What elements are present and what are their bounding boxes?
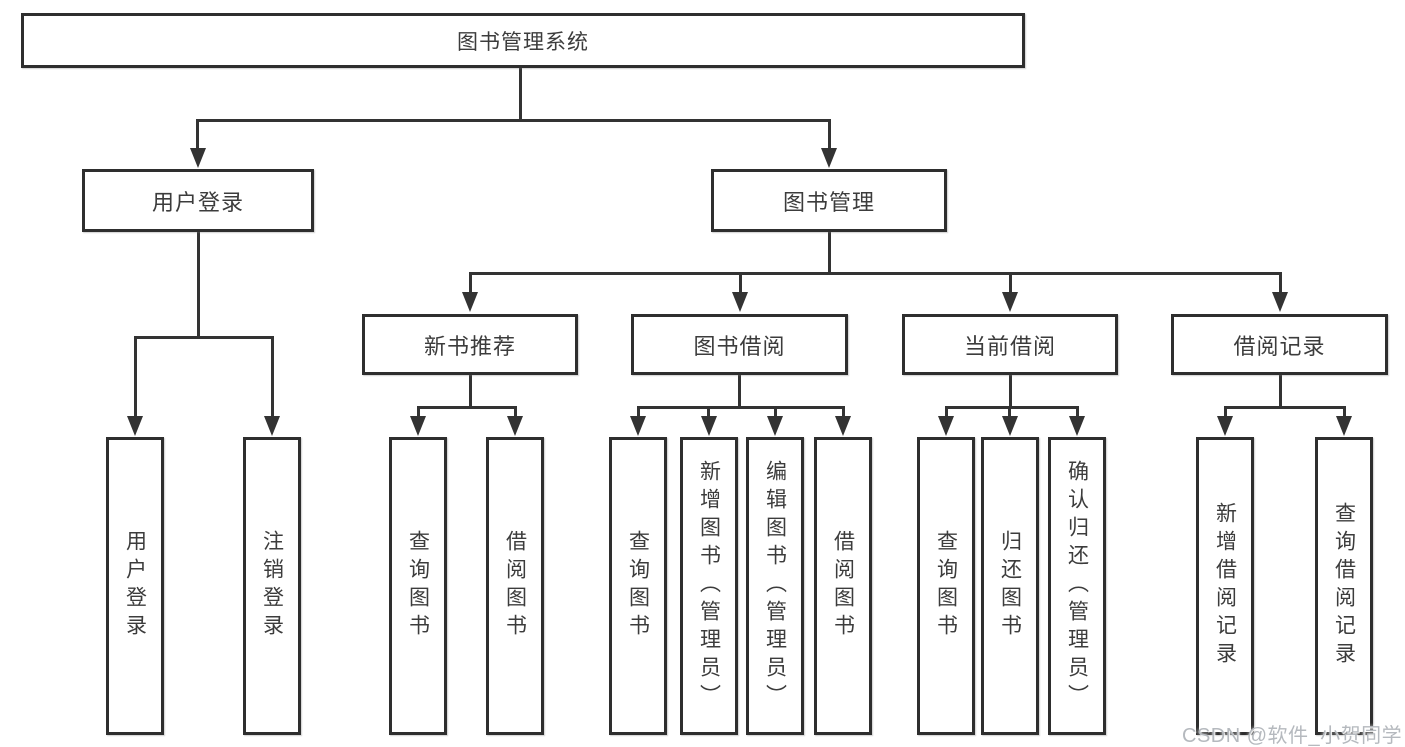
connector-line xyxy=(514,406,517,417)
leaf-user-login: 用户登录 xyxy=(106,437,164,735)
node-user-login: 用户登录 xyxy=(82,169,314,232)
leaf-confirm-return-admin: 确认归还（管理员） xyxy=(1048,437,1106,735)
arrowhead-down-icon xyxy=(1002,292,1018,312)
connector-line xyxy=(637,406,640,417)
connector-line xyxy=(707,406,710,417)
connector-line xyxy=(519,68,522,121)
connector-line xyxy=(469,272,1282,275)
connector-line xyxy=(1279,272,1282,294)
leaf-add-book-admin: 新增图书（管理员） xyxy=(680,437,738,735)
connector-line xyxy=(417,406,420,417)
connector-line xyxy=(842,406,845,417)
connector-line xyxy=(1009,272,1012,294)
connector-line xyxy=(469,375,472,409)
leaf-query-borrow-record: 查询借阅记录 xyxy=(1315,437,1373,735)
arrowhead-down-icon xyxy=(190,148,206,168)
arrowhead-down-icon xyxy=(127,416,143,436)
node-book-borrowing: 图书借阅 xyxy=(631,314,848,375)
connector-line xyxy=(197,232,200,336)
connector-line xyxy=(417,406,517,409)
connector-line xyxy=(828,119,831,150)
leaf-edit-book-admin: 编辑图书（管理员） xyxy=(746,437,804,735)
arrowhead-down-icon xyxy=(507,416,523,436)
connector-line xyxy=(738,375,741,409)
connector-line xyxy=(1076,406,1079,417)
arrowhead-down-icon xyxy=(821,148,837,168)
arrowhead-down-icon xyxy=(1217,416,1233,436)
arrowhead-down-icon xyxy=(630,416,646,436)
node-library-management-system: 图书管理系统 xyxy=(21,13,1025,68)
connector-line xyxy=(197,119,831,122)
arrowhead-down-icon xyxy=(1069,416,1085,436)
connector-line xyxy=(1224,406,1227,417)
csdn-watermark: CSDN @软件_小贺同学 xyxy=(1182,725,1403,747)
node-book-management: 图书管理 xyxy=(711,169,947,232)
arrowhead-down-icon xyxy=(701,416,717,436)
connector-line xyxy=(828,232,831,274)
leaf-return-book: 归还图书 xyxy=(981,437,1039,735)
connector-line xyxy=(774,406,777,417)
leaf-logout: 注销登录 xyxy=(243,437,301,735)
connector-line xyxy=(469,272,472,294)
leaf-add-borrow-record: 新增借阅记录 xyxy=(1196,437,1254,735)
arrowhead-down-icon xyxy=(1272,292,1288,312)
arrowhead-down-icon xyxy=(462,292,478,312)
connector-line xyxy=(1009,375,1012,409)
leaf-borrow-books-recommend: 借阅图书 xyxy=(486,437,544,735)
arrowhead-down-icon xyxy=(410,416,426,436)
leaf-query-books-recommend: 查询图书 xyxy=(389,437,447,735)
connector-line xyxy=(945,406,1079,409)
arrowhead-down-icon xyxy=(264,416,280,436)
arrowhead-down-icon xyxy=(732,292,748,312)
connector-line xyxy=(1224,406,1346,409)
connector-line xyxy=(945,406,948,417)
connector-line xyxy=(271,336,274,416)
connector-line xyxy=(1343,406,1346,417)
arrowhead-down-icon xyxy=(1336,416,1352,436)
node-borrowing-records: 借阅记录 xyxy=(1171,314,1388,375)
arrowhead-down-icon xyxy=(1002,416,1018,436)
connector-line xyxy=(637,406,845,409)
connector-line xyxy=(134,336,274,339)
connector-line xyxy=(739,272,742,294)
leaf-query-books-borrowing: 查询图书 xyxy=(609,437,667,735)
connector-line xyxy=(134,336,137,416)
arrowhead-down-icon xyxy=(767,416,783,436)
leaf-query-books-current: 查询图书 xyxy=(917,437,975,735)
arrowhead-down-icon xyxy=(938,416,954,436)
connector-line xyxy=(1008,406,1011,417)
connector-line xyxy=(1279,375,1282,409)
leaf-borrow-books-borrowing: 借阅图书 xyxy=(814,437,872,735)
node-new-book-recommend: 新书推荐 xyxy=(362,314,578,375)
node-current-borrowing: 当前借阅 xyxy=(902,314,1118,375)
connector-line xyxy=(196,119,199,150)
arrowhead-down-icon xyxy=(835,416,851,436)
